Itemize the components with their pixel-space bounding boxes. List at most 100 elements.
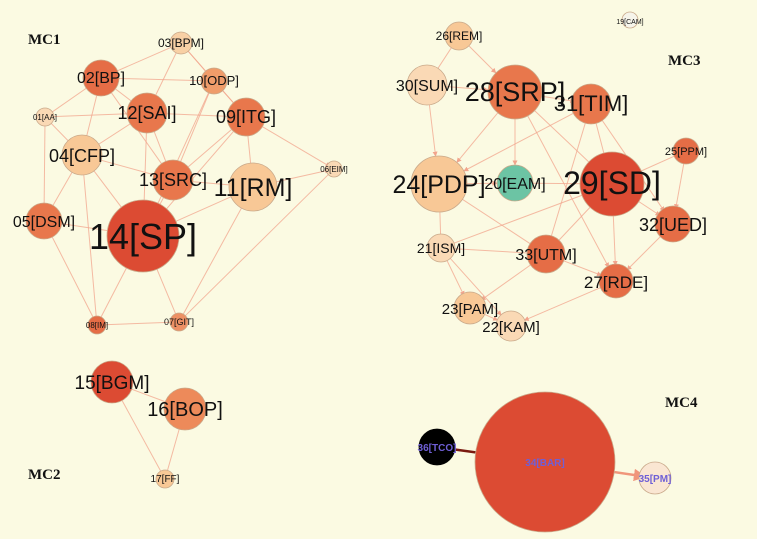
- node-33[interactable]: [526, 234, 566, 274]
- edge-29-21: [449, 193, 587, 246]
- node-01[interactable]: [35, 107, 55, 127]
- node-label-32: 32[UED]: [639, 215, 707, 235]
- node-label-08: 08[IM]: [86, 321, 108, 330]
- node-24[interactable]: [410, 155, 468, 213]
- node-label-12: 12[SAI]: [117, 103, 176, 123]
- node-label-30: 30[SUM]: [396, 78, 458, 95]
- node-32[interactable]: [654, 205, 692, 243]
- node-34[interactable]: [474, 391, 616, 533]
- nodes-layer: 03[BPM]02[BP]10[ODP]01[AA]12[SAI]09[ITG]…: [13, 11, 707, 533]
- edge-24-33: [462, 198, 536, 248]
- node-label-25: 25[PPM]: [665, 146, 707, 158]
- edge-28-31: [541, 95, 576, 104]
- node-29[interactable]: [579, 151, 645, 217]
- node-label-03: 03[BPM]: [158, 36, 204, 50]
- cluster-label-mc1: MC1: [28, 32, 61, 48]
- edge-04-05: [49, 165, 77, 211]
- edge-09-06: [255, 122, 331, 168]
- node-13[interactable]: [152, 159, 194, 201]
- node-02[interactable]: [82, 59, 120, 97]
- edge-21-22: [446, 254, 502, 316]
- node-15[interactable]: [90, 360, 134, 404]
- node-label-17: 17[FF]: [151, 474, 180, 485]
- node-28[interactable]: [487, 64, 543, 120]
- edge-20-29: [532, 181, 586, 187]
- edge-11-07: [180, 199, 247, 319]
- node-08[interactable]: [87, 315, 107, 335]
- edge-33-23: [480, 261, 536, 301]
- edge-09-14: [158, 124, 240, 219]
- node-03[interactable]: [169, 31, 193, 55]
- edge-33-27: [557, 258, 602, 277]
- node-label-06: 06[EIM]: [320, 165, 348, 174]
- edge-03-02: [108, 44, 177, 76]
- node-12[interactable]: [126, 92, 168, 134]
- edge-28-29: [534, 110, 593, 166]
- node-06[interactable]: [325, 160, 343, 178]
- edge-04-08: [82, 166, 99, 322]
- node-label-21: 21[ISM]: [417, 240, 465, 256]
- node-label-13: 13[SRC]: [139, 170, 207, 190]
- node-label-14: 14[SP]: [89, 216, 197, 257]
- edge-31-24: [463, 111, 577, 172]
- edge-16-17: [164, 422, 182, 477]
- node-36[interactable]: [418, 428, 456, 466]
- node-label-23: 23[PAM]: [442, 301, 498, 318]
- node-22[interactable]: [495, 310, 527, 342]
- node-04[interactable]: [61, 134, 103, 176]
- node-label-07: 07[GIT]: [164, 317, 194, 327]
- node-label-34: 34[BAR]: [525, 458, 564, 469]
- edge-06-07: [181, 171, 332, 320]
- node-label-33: 33[UTM]: [515, 247, 576, 264]
- node-label-11: 11[RM]: [214, 174, 293, 202]
- edge-28-27: [527, 115, 610, 268]
- node-35[interactable]: [638, 461, 672, 495]
- cluster-label-mc2: MC2: [28, 467, 61, 483]
- node-16[interactable]: [163, 387, 207, 431]
- node-14[interactable]: [106, 199, 180, 273]
- node-17[interactable]: [155, 469, 175, 489]
- edge-31-29: [594, 119, 607, 159]
- node-26[interactable]: [444, 21, 474, 51]
- edge-01-12: [48, 111, 137, 118]
- node-label-01: 01[AA]: [33, 113, 57, 122]
- node-09[interactable]: [226, 97, 266, 137]
- edge-03-12: [151, 47, 180, 105]
- edge-11-06: [266, 168, 331, 185]
- node-label-16: 16[BOP]: [147, 399, 223, 421]
- edge-29-27: [612, 210, 618, 266]
- node-27[interactable]: [598, 263, 634, 299]
- edge-04-13: [93, 157, 165, 179]
- node-23[interactable]: [453, 291, 487, 325]
- edge-11-14: [164, 192, 241, 227]
- node-label-29: 29[SD]: [563, 165, 661, 201]
- node-25[interactable]: [672, 137, 700, 165]
- node-21[interactable]: [426, 233, 456, 263]
- node-10[interactable]: [200, 67, 228, 95]
- node-19[interactable]: [621, 11, 639, 29]
- edge-01-05: [41, 120, 47, 209]
- edge-30-28: [440, 85, 489, 93]
- node-label-35: 35[PM]: [639, 474, 672, 485]
- node-30[interactable]: [406, 64, 448, 106]
- node-label-28: 28[SRP]: [465, 77, 566, 107]
- edge-05-08: [49, 231, 96, 322]
- edge-02-10: [109, 77, 210, 84]
- node-07[interactable]: [169, 312, 189, 332]
- node-label-19: 19[CAM]: [616, 19, 643, 26]
- node-20[interactable]: [496, 164, 534, 202]
- edge-15-17: [119, 396, 164, 477]
- node-label-24: 24[PDP]: [392, 171, 485, 199]
- node-label-02: 02[BP]: [77, 70, 125, 87]
- node-11[interactable]: [228, 162, 278, 212]
- edge-28-24: [456, 112, 499, 163]
- edge-21-23: [444, 256, 465, 297]
- node-label-27: 27[RDE]: [584, 273, 648, 292]
- edge-15-16: [127, 387, 172, 405]
- edge-32-27: [626, 234, 663, 271]
- edge-26-28: [463, 40, 497, 74]
- cluster-label-mc4: MC4: [665, 395, 698, 411]
- node-31[interactable]: [570, 83, 612, 125]
- node-05[interactable]: [25, 202, 63, 240]
